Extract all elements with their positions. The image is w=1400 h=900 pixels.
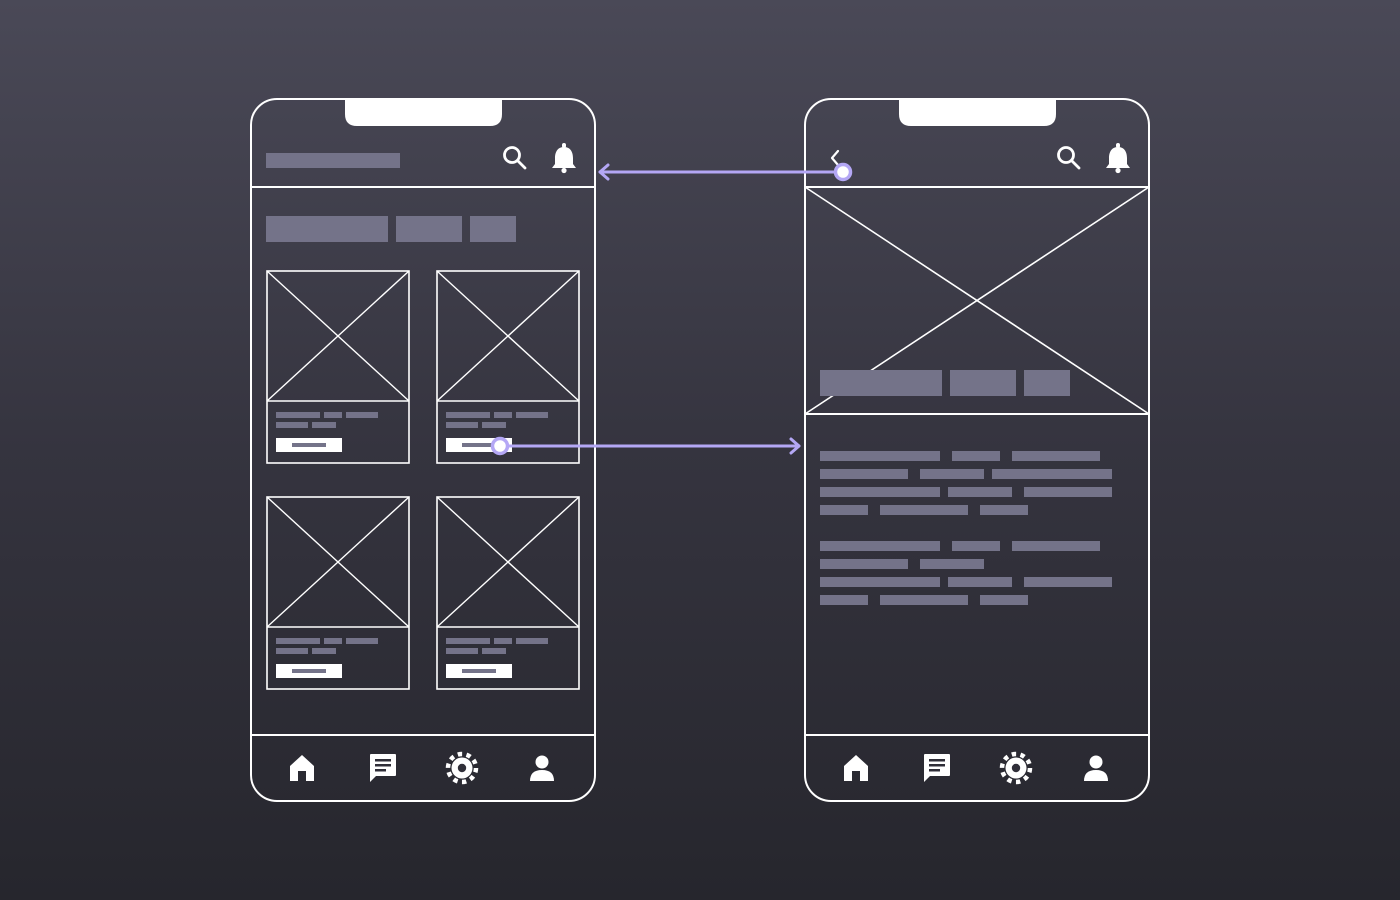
hero-tag-placeholder (1024, 370, 1070, 396)
list-screen-phone (250, 98, 596, 802)
text-paragraph-placeholder (820, 541, 1112, 605)
back-chevron-icon[interactable] (830, 149, 840, 167)
card-button[interactable] (276, 438, 342, 452)
search-icon[interactable] (1057, 146, 1081, 170)
tab-placeholder[interactable] (266, 216, 388, 242)
settings-icon[interactable] (445, 751, 479, 785)
search-icon[interactable] (503, 146, 527, 170)
card-text-placeholder (276, 412, 378, 428)
image-placeholder (266, 270, 410, 402)
profile-icon[interactable] (530, 755, 554, 782)
phone-notch (899, 99, 1056, 126)
image-placeholder (266, 496, 410, 628)
home-icon[interactable] (290, 755, 314, 781)
hero-tag-placeholder (950, 370, 1016, 396)
flow-arrow-back (598, 163, 844, 181)
flow-arrow-forward (498, 437, 801, 455)
home-icon[interactable] (844, 755, 868, 781)
detail-screen-phone (804, 98, 1150, 802)
bell-icon[interactable] (552, 143, 576, 174)
settings-icon[interactable] (999, 751, 1033, 785)
chat-icon[interactable] (924, 754, 950, 782)
card-text-placeholder (446, 638, 548, 654)
product-card[interactable] (266, 270, 410, 464)
profile-icon[interactable] (1084, 755, 1108, 782)
card-text-placeholder (276, 638, 378, 654)
text-paragraph-placeholder (820, 451, 1112, 515)
tab-placeholder[interactable] (396, 216, 462, 242)
image-placeholder (436, 270, 580, 402)
product-card[interactable] (436, 270, 580, 464)
phone-notch (345, 99, 502, 126)
image-placeholder (436, 496, 580, 628)
card-button[interactable] (276, 664, 342, 678)
card-button[interactable] (446, 664, 512, 678)
phone-frame (804, 98, 1150, 802)
tab-placeholder[interactable] (470, 216, 516, 242)
card-text-placeholder (446, 412, 548, 428)
bell-icon[interactable] (1106, 143, 1130, 174)
bottom-nav (844, 751, 1108, 785)
flow-origin-dot (490, 436, 510, 456)
product-card[interactable] (436, 496, 580, 690)
chat-icon[interactable] (370, 754, 396, 782)
product-card[interactable] (266, 496, 410, 690)
hero-tag-placeholder (820, 370, 942, 396)
flow-origin-dot (833, 162, 853, 182)
bottom-nav (290, 751, 554, 785)
header-title-placeholder (266, 153, 400, 168)
